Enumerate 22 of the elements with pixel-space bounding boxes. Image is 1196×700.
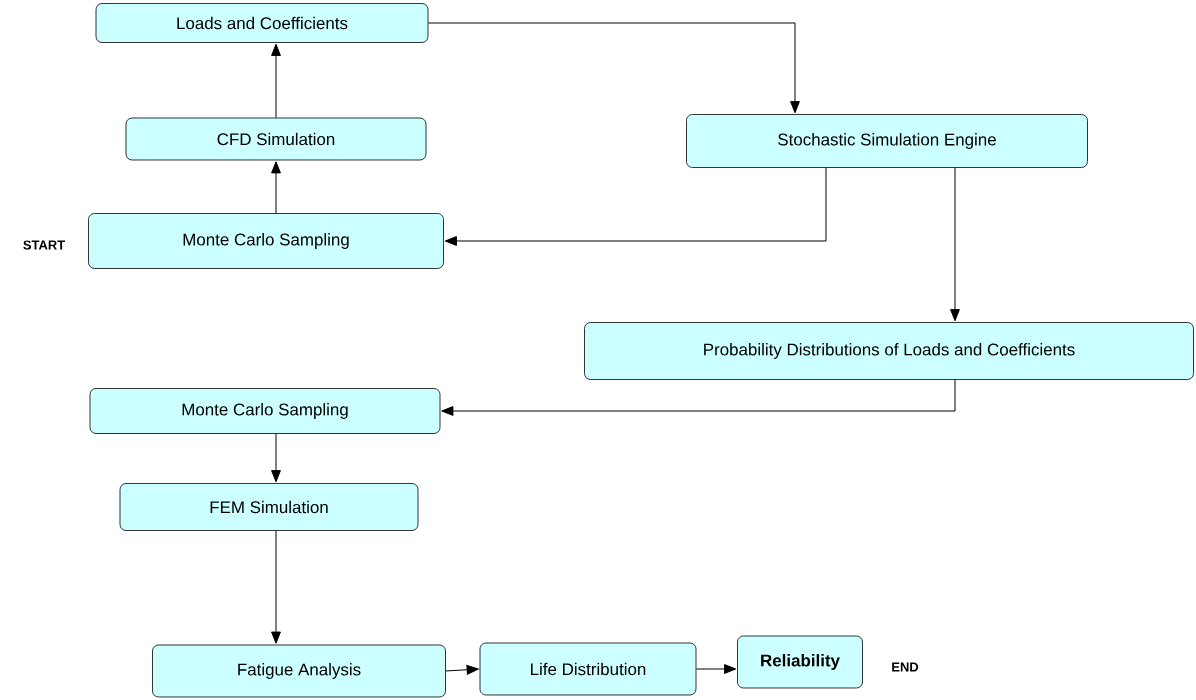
arrow (271, 530, 281, 644)
arrow (271, 43, 281, 119)
arrow (441, 379, 956, 416)
process-box: Loads and Coefficients (95, 3, 429, 43)
process-box: Monte Carlo Sampling (88, 213, 444, 269)
process-box: Reliability (737, 635, 863, 689)
arrow (444, 167, 827, 246)
process-box: Monte Carlo Sampling (89, 388, 441, 434)
process-box: CFD Simulation (125, 117, 427, 161)
process-box: Fatigue Analysis (152, 644, 446, 698)
arrow (445, 664, 479, 675)
arrow (950, 167, 960, 322)
process-box: Life Distribution (479, 642, 697, 696)
arrow (695, 664, 737, 674)
process-box: FEM Simulation (119, 483, 419, 531)
start-end-label: START (23, 240, 65, 250)
arrow (271, 161, 281, 214)
process-box: Stochastic Simulation Engine (686, 114, 1088, 168)
process-box: Probability Distributions of Loads and Coefficients (584, 322, 1194, 380)
arrow (427, 22, 800, 114)
start-end-label: END (892, 662, 919, 672)
arrow (271, 433, 281, 483)
